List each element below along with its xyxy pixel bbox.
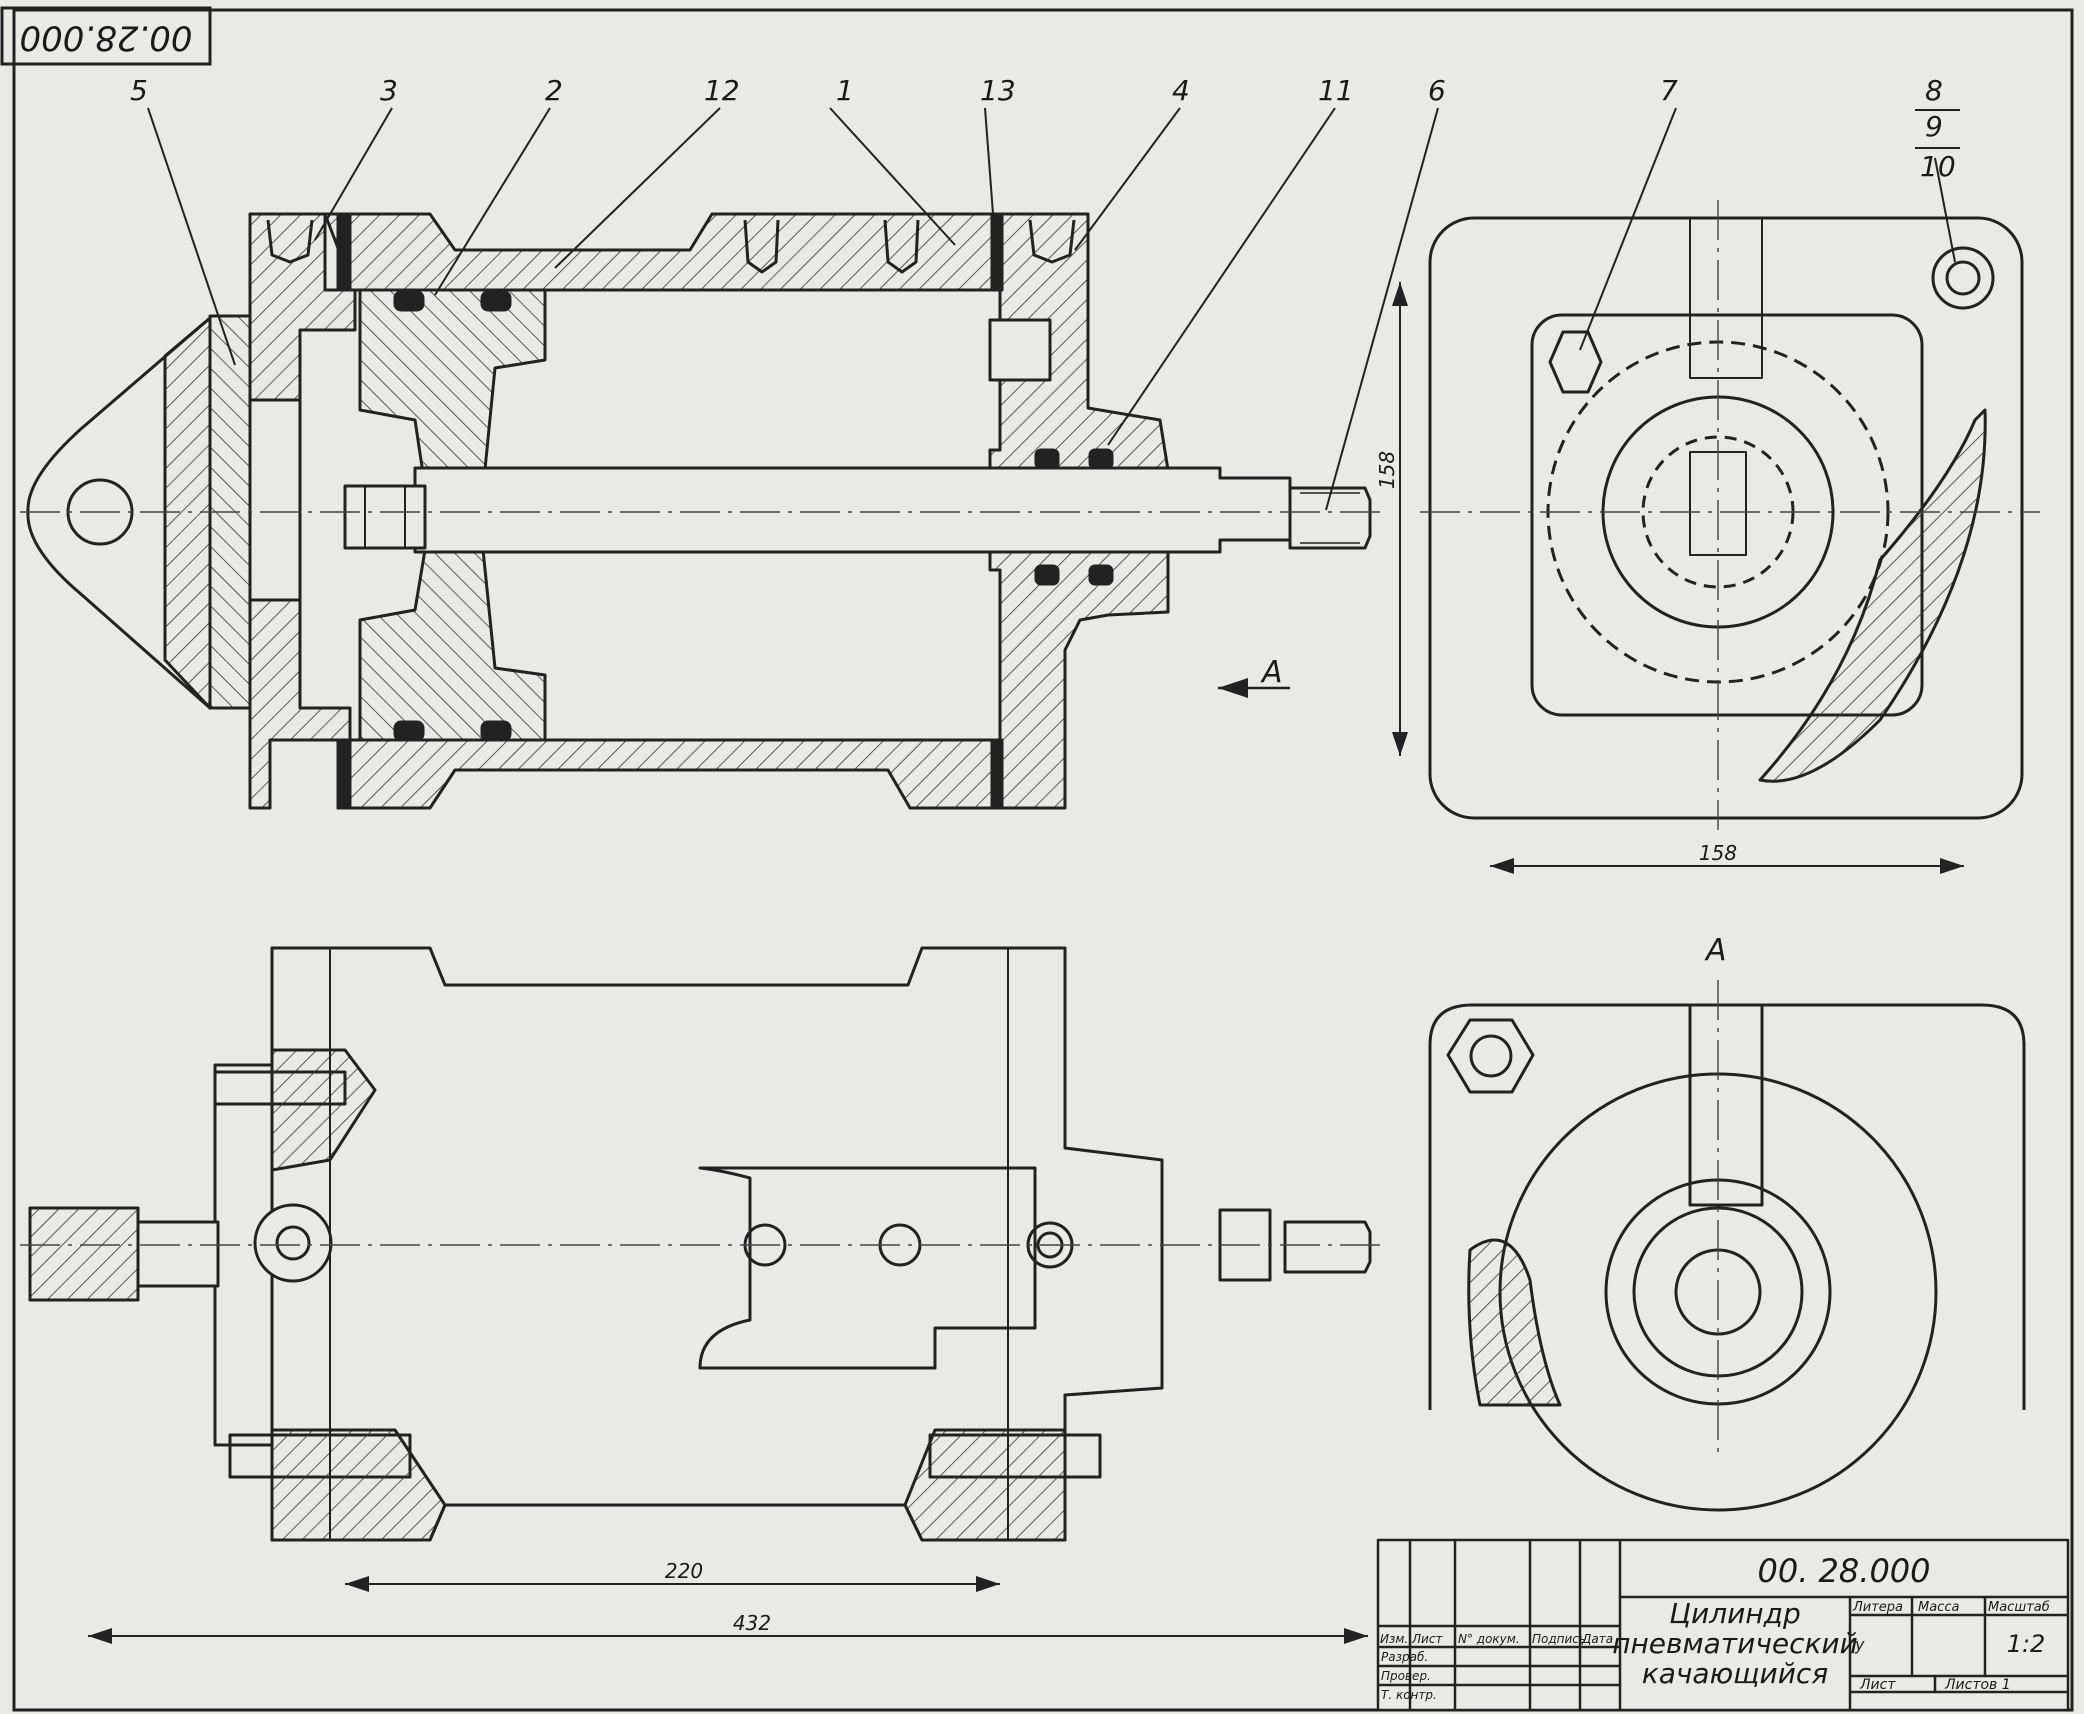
dim-length-overall: 432: [733, 1611, 771, 1635]
scale-value: 1:2: [2007, 1630, 2046, 1658]
title-line-1: Цилиндр: [1669, 1597, 1800, 1630]
row-razrab: Разраб.: [1381, 1650, 1428, 1664]
hdr-massa: Масса: [1918, 1600, 1959, 1615]
bolt-head-10: [1931, 246, 1995, 310]
title-line-2: пневматический: [1612, 1627, 1858, 1660]
code-stamp-text: 00.28.000: [19, 18, 192, 58]
sheet-frame: [12, 8, 2074, 1712]
callout-8: 8: [1925, 74, 1943, 107]
title-block-text: 00. 28.000 Цилиндр пневматический качающ…: [1380, 1552, 2050, 1702]
row-prover: Провер.: [1381, 1669, 1431, 1683]
callout-9: 9: [1925, 110, 1943, 143]
dim-front-width: 158: [1699, 841, 1737, 865]
col-doc: N° докум.: [1458, 1632, 1520, 1646]
col-date: Дата: [1581, 1632, 1613, 1646]
rod-thread: [1288, 486, 1372, 550]
callout-13: 13: [980, 74, 1016, 107]
code-stamp: 00.28.000: [0, 6, 212, 66]
plan-view: [28, 946, 1372, 1542]
litera-value: у: [1854, 1635, 1865, 1654]
view-a: [1428, 1003, 2026, 1512]
leader-lines: [147, 107, 1956, 511]
row-tkontr: Т. контр.: [1381, 1688, 1437, 1702]
callout-5: 5: [130, 74, 148, 107]
arrow-label-a: A: [1260, 655, 1283, 690]
title-block: [1376, 1538, 2070, 1712]
dim-front-height: 158: [1375, 451, 1399, 489]
end-view: [1428, 216, 2024, 820]
section-view: [26, 212, 1372, 810]
pivot-hole: [253, 1203, 333, 1283]
left-cover: [248, 212, 357, 810]
callout-1: 1: [836, 74, 854, 107]
callout-7: 7: [1660, 74, 1678, 107]
drawing-number: 00. 28.000: [1757, 1552, 1930, 1590]
hex-nut-a: [1446, 1018, 1535, 1094]
lug-end: [28, 1206, 140, 1302]
col-list: Лист: [1411, 1632, 1443, 1646]
piston-seal: [393, 290, 425, 312]
hdr-masshtab: Масштаб: [1988, 1600, 2050, 1615]
callout-4: 4: [1172, 74, 1190, 107]
col-sign: Подпись: [1532, 1632, 1586, 1646]
callout-labels: 5 3 2 12 1 13 4 11 6 7 8 9 10: [130, 74, 1956, 183]
callout-6: 6: [1428, 74, 1446, 107]
view-label-a: A: [1704, 933, 1727, 968]
callout-10: 10: [1920, 150, 1956, 183]
callout-2: 2: [545, 74, 563, 107]
title-line-3: качающийся: [1642, 1657, 1828, 1690]
rod-seal: [1034, 448, 1060, 470]
callout-11: 11: [1318, 74, 1354, 107]
rod-nut: [343, 484, 427, 550]
col-izm: Изм.: [1380, 1632, 1408, 1646]
sheet-label: Лист: [1859, 1677, 1896, 1693]
dim-length-body: 220: [665, 1559, 703, 1583]
centre-lines: [20, 200, 2040, 1460]
hdr-litera: Литера: [1852, 1600, 1903, 1615]
sheets-label: Листов 1: [1944, 1677, 2011, 1693]
callout-3: 3: [380, 74, 398, 107]
callout-12: 12: [704, 74, 740, 107]
piston-rod: [413, 466, 1292, 554]
